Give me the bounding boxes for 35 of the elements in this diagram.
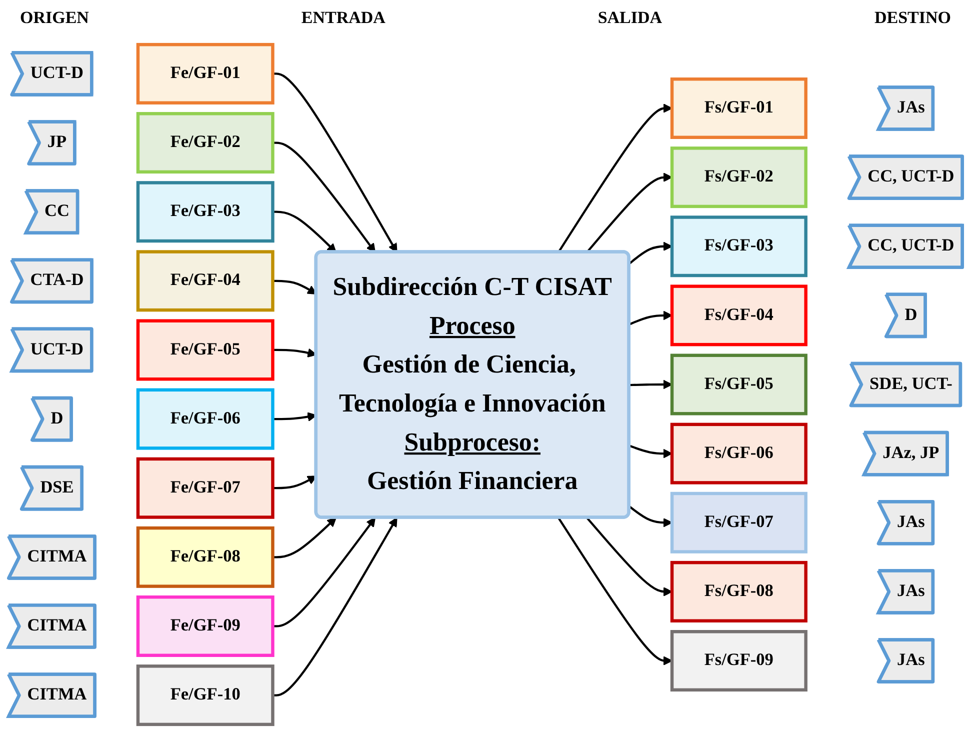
node-box: Fe/GF-07 — [136, 457, 274, 519]
node-box: Fs/GF-04 — [670, 284, 808, 346]
arrow — [272, 517, 336, 558]
node-box: Fs/GF-06 — [670, 422, 808, 484]
arrow — [558, 517, 672, 666]
arrow — [628, 310, 672, 326]
column-heading: SALIDA — [598, 8, 662, 29]
node-box: Fs/GF-01 — [670, 77, 808, 139]
arrow — [558, 104, 672, 253]
node-box: Fs/GF-02 — [670, 146, 808, 208]
node-box: Fe/GF-04 — [136, 250, 274, 312]
node-box: Fs/GF-07 — [670, 492, 808, 554]
arrow — [628, 506, 672, 528]
arrow — [628, 242, 672, 264]
arrow — [272, 517, 376, 628]
arrow — [272, 517, 398, 696]
column-heading: ORIGEN — [20, 8, 89, 29]
column-heading: ENTRADA — [301, 8, 386, 29]
column-heading: DESTINO — [874, 8, 951, 29]
node-box: Fs/GF-05 — [670, 354, 808, 416]
node-box: Fs/GF-08 — [670, 560, 808, 622]
arrow — [629, 444, 672, 458]
node-box: Fe/GF-05 — [136, 319, 274, 381]
arrow — [629, 380, 672, 390]
node-box: Fe/GF-09 — [136, 595, 274, 657]
node-box: Fe/GF-06 — [136, 388, 274, 450]
node-box: Fs/GF-09 — [670, 630, 808, 692]
node-box: Fe/GF-01 — [136, 42, 274, 104]
arrow — [586, 517, 672, 596]
node-box: Fe/GF-10 — [136, 664, 274, 726]
arrow — [586, 172, 672, 253]
node-box: Fe/GF-02 — [136, 112, 274, 174]
node-box: Fe/GF-08 — [136, 526, 274, 588]
node-box: Fe/GF-03 — [136, 181, 274, 243]
node-box: Fs/GF-03 — [670, 216, 808, 278]
